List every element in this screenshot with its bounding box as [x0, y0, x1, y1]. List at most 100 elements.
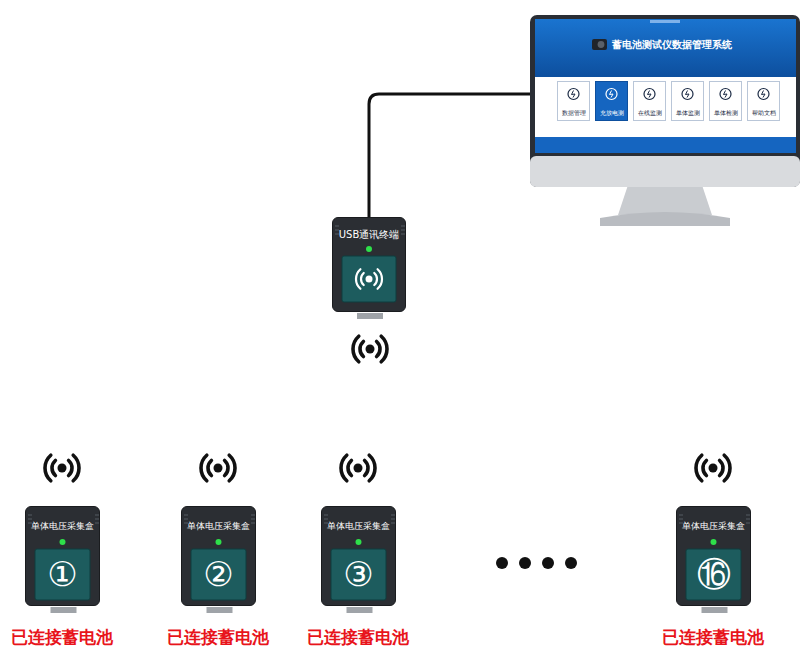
wireless-dot: [366, 345, 375, 354]
wireless-arc: [365, 460, 368, 475]
screen-footer: [535, 137, 796, 153]
side-grip: [391, 515, 395, 516]
wireless-arc: [52, 460, 55, 475]
menu-label: 帮助文档: [748, 109, 779, 118]
wireless-arc: [374, 273, 377, 285]
wireless-symbol: [356, 269, 382, 289]
monitor-screen-frame: 蓄电池测试仪数据管理系统数据管理充放电测在线监测单体监测单体检测帮助文档: [530, 15, 800, 187]
device-label: 单体电压采集盒: [26, 521, 99, 533]
wireless-arc: [45, 455, 51, 481]
menu-icon: [634, 82, 665, 104]
wireless-symbol: [353, 336, 387, 362]
screen-tab: [650, 20, 680, 23]
icon-shape: [606, 89, 617, 100]
wireless-arc: [724, 455, 730, 481]
icon-shape: [758, 89, 769, 100]
menu-label: 单体检测: [710, 109, 741, 118]
status-led: [711, 539, 717, 545]
menu-icon: [710, 82, 741, 104]
monitor-neck: [618, 185, 712, 215]
connector-plug: [347, 607, 373, 613]
status-label: 已连接蓄电池: [11, 626, 113, 649]
monitor-foot: [600, 212, 730, 226]
side-grip: [95, 523, 99, 524]
wireless-symbol: [45, 455, 79, 481]
device-label: USB通讯终端: [333, 228, 405, 242]
side-grip: [401, 230, 405, 231]
menu-icon: [596, 82, 627, 104]
voltage-collector: 单体电压采集盒①: [25, 506, 100, 606]
icon-mark: [610, 91, 614, 98]
menu-icon: [748, 82, 779, 104]
side-grip: [184, 515, 188, 516]
menu-button: 单体监测: [671, 81, 704, 121]
side-grip: [184, 519, 188, 520]
collector-number: ⑯: [677, 554, 750, 594]
status-label: 已连接蓄电池: [662, 626, 764, 649]
status-led: [366, 246, 372, 252]
side-grip: [746, 523, 750, 524]
wireless-arc: [369, 455, 375, 481]
collector-number: ②: [182, 554, 255, 594]
status-led: [356, 539, 362, 545]
wireless-arc: [381, 336, 387, 362]
icon-shape: [568, 89, 579, 100]
wireless-symbol: [201, 455, 235, 481]
wireless-arc: [720, 460, 723, 475]
wireless-symbol: [696, 455, 730, 481]
menu-icon: [672, 82, 703, 104]
side-grip: [746, 515, 750, 516]
menu-button: 充放电测: [595, 81, 628, 121]
menu-button: 数据管理: [557, 81, 590, 121]
wireless-arc: [703, 460, 706, 475]
side-grip: [251, 523, 255, 524]
icon-mark: [686, 91, 690, 98]
menu-button: 帮助文档: [747, 81, 780, 121]
icon-mark: [648, 91, 652, 98]
icon-mark: [724, 91, 728, 98]
connector-plug: [51, 607, 77, 613]
logo-body: [592, 39, 607, 50]
side-grip: [95, 515, 99, 516]
icon-shape: [682, 89, 693, 100]
device-label: 单体电压采集盒: [322, 521, 395, 533]
wireless-arc: [225, 460, 228, 475]
side-grip: [324, 515, 328, 516]
connector-plug: [357, 313, 383, 319]
wireless-arc: [353, 336, 359, 362]
wireless-arc: [377, 341, 380, 356]
wireless-arc: [201, 455, 207, 481]
device-label: 单体电压采集盒: [677, 521, 750, 533]
side-grip: [401, 234, 405, 235]
usb-terminal: USB通讯终端: [332, 217, 406, 312]
status-label: 已连接蓄电池: [167, 626, 269, 649]
menu-button: 在线监测: [633, 81, 666, 121]
voltage-collector: 单体电压采集盒 ⑯: [676, 506, 751, 606]
wireless-arc: [69, 460, 72, 475]
wireless-arc: [208, 460, 211, 475]
wireless-arc: [378, 269, 382, 289]
device-screen: [342, 256, 396, 302]
menu-button: 单体检测: [709, 81, 742, 121]
status-led: [60, 539, 66, 545]
wireless-dot: [58, 464, 67, 473]
side-grip: [391, 519, 395, 520]
wireless-arc: [348, 460, 351, 475]
side-grip: [746, 519, 750, 520]
wireless-symbol: [341, 455, 375, 481]
monitor: [530, 15, 800, 226]
collector-number: ③: [322, 554, 395, 594]
wireless-arc: [696, 455, 702, 481]
device-label: 单体电压采集盒: [182, 521, 255, 533]
side-grip: [251, 519, 255, 520]
side-grip: [95, 519, 99, 520]
side-grip: [401, 226, 405, 227]
wireless-arc: [360, 341, 363, 356]
monitor-chin: [530, 156, 800, 187]
menu-label: 数据管理: [558, 109, 589, 118]
status-led: [216, 539, 222, 545]
logo-lens: [598, 41, 605, 48]
icon-shape: [644, 89, 655, 100]
wireless-dot: [709, 464, 718, 473]
side-grip: [251, 515, 255, 516]
